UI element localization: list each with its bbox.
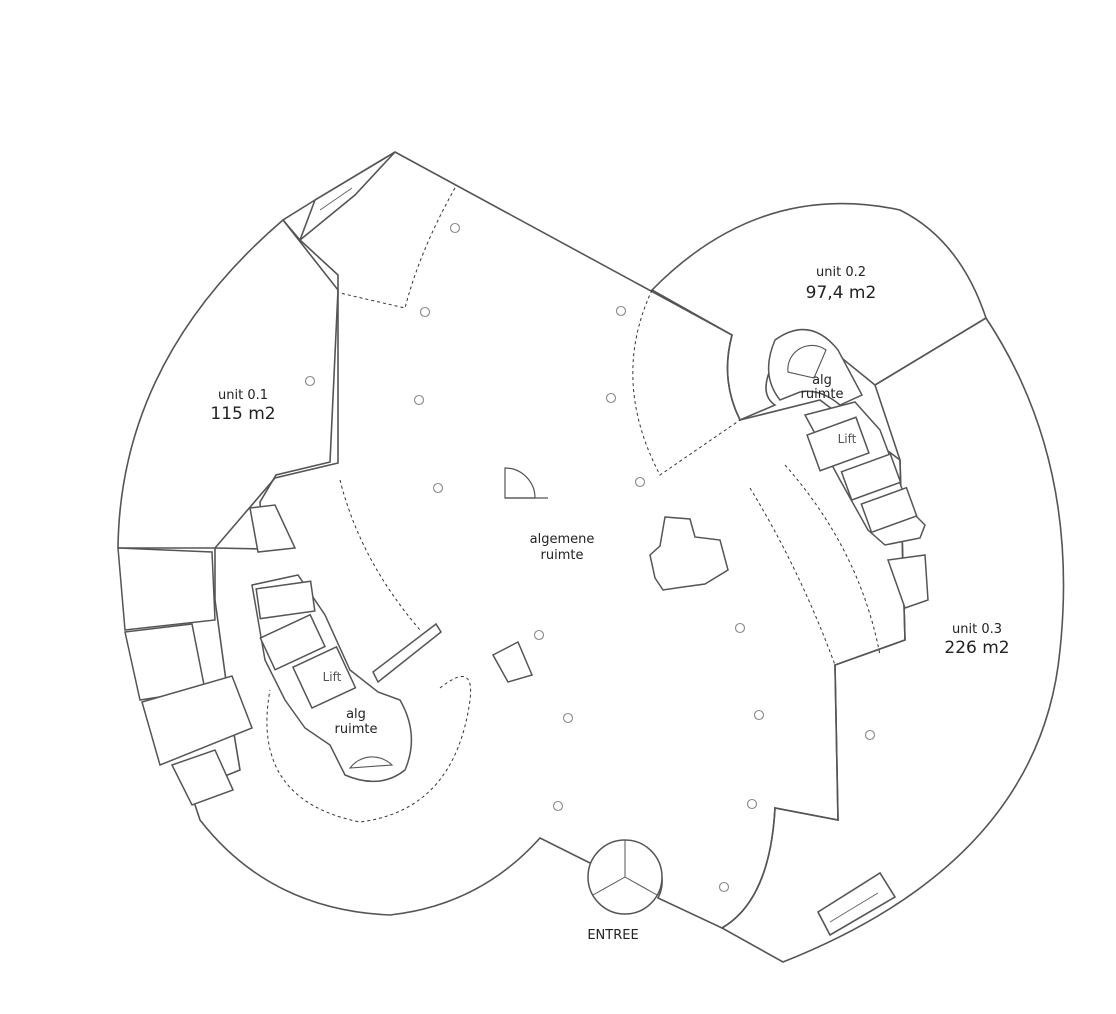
left-core-label-1: alg (346, 707, 366, 722)
unit-0-3-area (720, 316, 1065, 963)
zone-boundaries (266, 187, 881, 823)
right-lift-label: Lift (838, 432, 857, 446)
central-door (504, 467, 548, 499)
south-stair (816, 871, 897, 937)
central-shaft (649, 516, 729, 591)
unit-0-1-area-label: 115 m2 (210, 404, 275, 424)
stair-arrow-2 (829, 892, 879, 923)
columns (304, 222, 876, 893)
stair-arrow (319, 187, 353, 211)
right-core (767, 328, 929, 609)
unit-0-3-name: unit 0.3 (952, 622, 1002, 637)
common-area-label-1: algemene (530, 532, 595, 547)
common-area-label-2: ruimte (541, 548, 584, 563)
unit-0-2-name: unit 0.2 (816, 265, 866, 280)
left-lift-label: Lift (323, 670, 342, 684)
right-core-label-2: ruimte (801, 387, 844, 402)
entrance-label: ENTREE (587, 928, 638, 943)
entrance-door (587, 839, 663, 915)
right-core-label-1: alg (812, 373, 832, 388)
unit-0-1-area (117, 218, 339, 550)
north-stair (281, 151, 396, 242)
left-core (249, 504, 534, 783)
left-core-label-2: ruimte (335, 722, 378, 737)
unit-0-3-area-label: 226 m2 (944, 638, 1009, 658)
left-storage-rooms (117, 547, 253, 806)
unit-0-1-name: unit 0.1 (218, 388, 268, 403)
unit-0-2-area-label: 97,4 m2 (806, 283, 877, 303)
